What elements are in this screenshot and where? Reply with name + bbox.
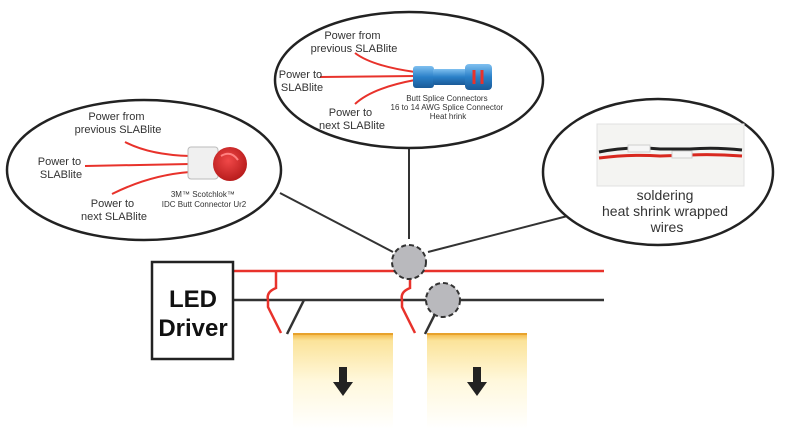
- bubble-left-next-2: next SLABlite: [81, 211, 147, 223]
- down-arrow-icon: [333, 367, 353, 396]
- driver-label-line2: Driver: [158, 315, 227, 342]
- down-arrow-icon: [467, 367, 487, 396]
- main-wires: [233, 269, 604, 335]
- soldered-wires-photo: [596, 123, 745, 187]
- junction-circle-red-wire: [391, 244, 427, 280]
- bubble-top-from-1: Power from: [324, 30, 380, 42]
- bubble-left-to-2: SLABlite: [40, 169, 82, 181]
- bubble-left-from-1: Power from: [88, 111, 144, 123]
- bubble-right-caption-3: wires: [650, 219, 684, 235]
- bubble-butt-splice: Power from previous SLABlite Power to SL…: [273, 10, 545, 150]
- bubble-top-product-3: Heat hrink: [430, 112, 467, 121]
- led-driver: LED Driver: [150, 260, 235, 361]
- bubble-top-next-2: next SLABlite: [319, 120, 385, 132]
- svg-text:Butt Splice Connectors 1: Butt Splice Connectors 16 to 14 AWG Spli…: [391, 94, 506, 121]
- svg-text:soldering heat shrink wr: soldering heat shrink wrapped wires: [602, 187, 732, 235]
- bubble-top-from-2: previous SLABlite: [311, 43, 398, 55]
- svg-text:Power to SLABlite: Power to SLABlite: [38, 156, 84, 181]
- bubble-left-next-1: Power to: [91, 198, 134, 210]
- bubble-top-to-1: Power to: [279, 69, 322, 81]
- svg-text:Power from previous SLAB: Power from previous SLABlite: [311, 30, 398, 55]
- bubble-left-to-1: Power to: [38, 156, 81, 168]
- junction-circle-black-wire: [425, 282, 461, 318]
- bubble-top-to-2: SLABlite: [281, 82, 323, 94]
- butt-splice-connector-icon: [413, 64, 492, 90]
- bubble-soldering: soldering heat shrink wrapped wires: [541, 97, 775, 247]
- svg-text:Power to SLABlite: Power to SLABlite: [279, 69, 325, 94]
- bubble-left-from-2: previous SLABlite: [75, 124, 162, 136]
- callout-lines: [279, 147, 584, 253]
- slablite-panel-2: [427, 333, 527, 429]
- bubble-right-caption-1: soldering: [637, 187, 694, 203]
- bubble-top-next-1: Power to: [329, 107, 372, 119]
- bubble-scotchlok: Power from previous SLABlite Power to SL…: [5, 98, 283, 242]
- svg-text:Power from previous SLAB: Power from previous SLABlite: [75, 111, 162, 136]
- bubble-top-product-2: 16 to 14 AWG Splice Connector: [391, 103, 504, 112]
- svg-text:Power to next SLABlite: Power to next SLABlite: [319, 107, 385, 132]
- svg-text:3M™ Scotchlok™ IDC Butt: 3M™ Scotchlok™ IDC Butt Connector Ur2: [162, 190, 247, 209]
- bubble-right-caption-2: heat shrink wrapped: [602, 203, 728, 219]
- svg-text:Power to next SLABlite: Power to next SLABlite: [81, 198, 147, 223]
- bubble-left-product-2: IDC Butt Connector Ur2: [162, 200, 247, 209]
- driver-label-line1: LED: [169, 286, 217, 313]
- bubble-left-product-1: 3M™ Scotchlok™: [171, 190, 235, 199]
- slablite-panel-1: [293, 333, 393, 429]
- scotchlok-connector-icon: [187, 146, 247, 181]
- bubble-top-product-1: Butt Splice Connectors: [406, 94, 487, 103]
